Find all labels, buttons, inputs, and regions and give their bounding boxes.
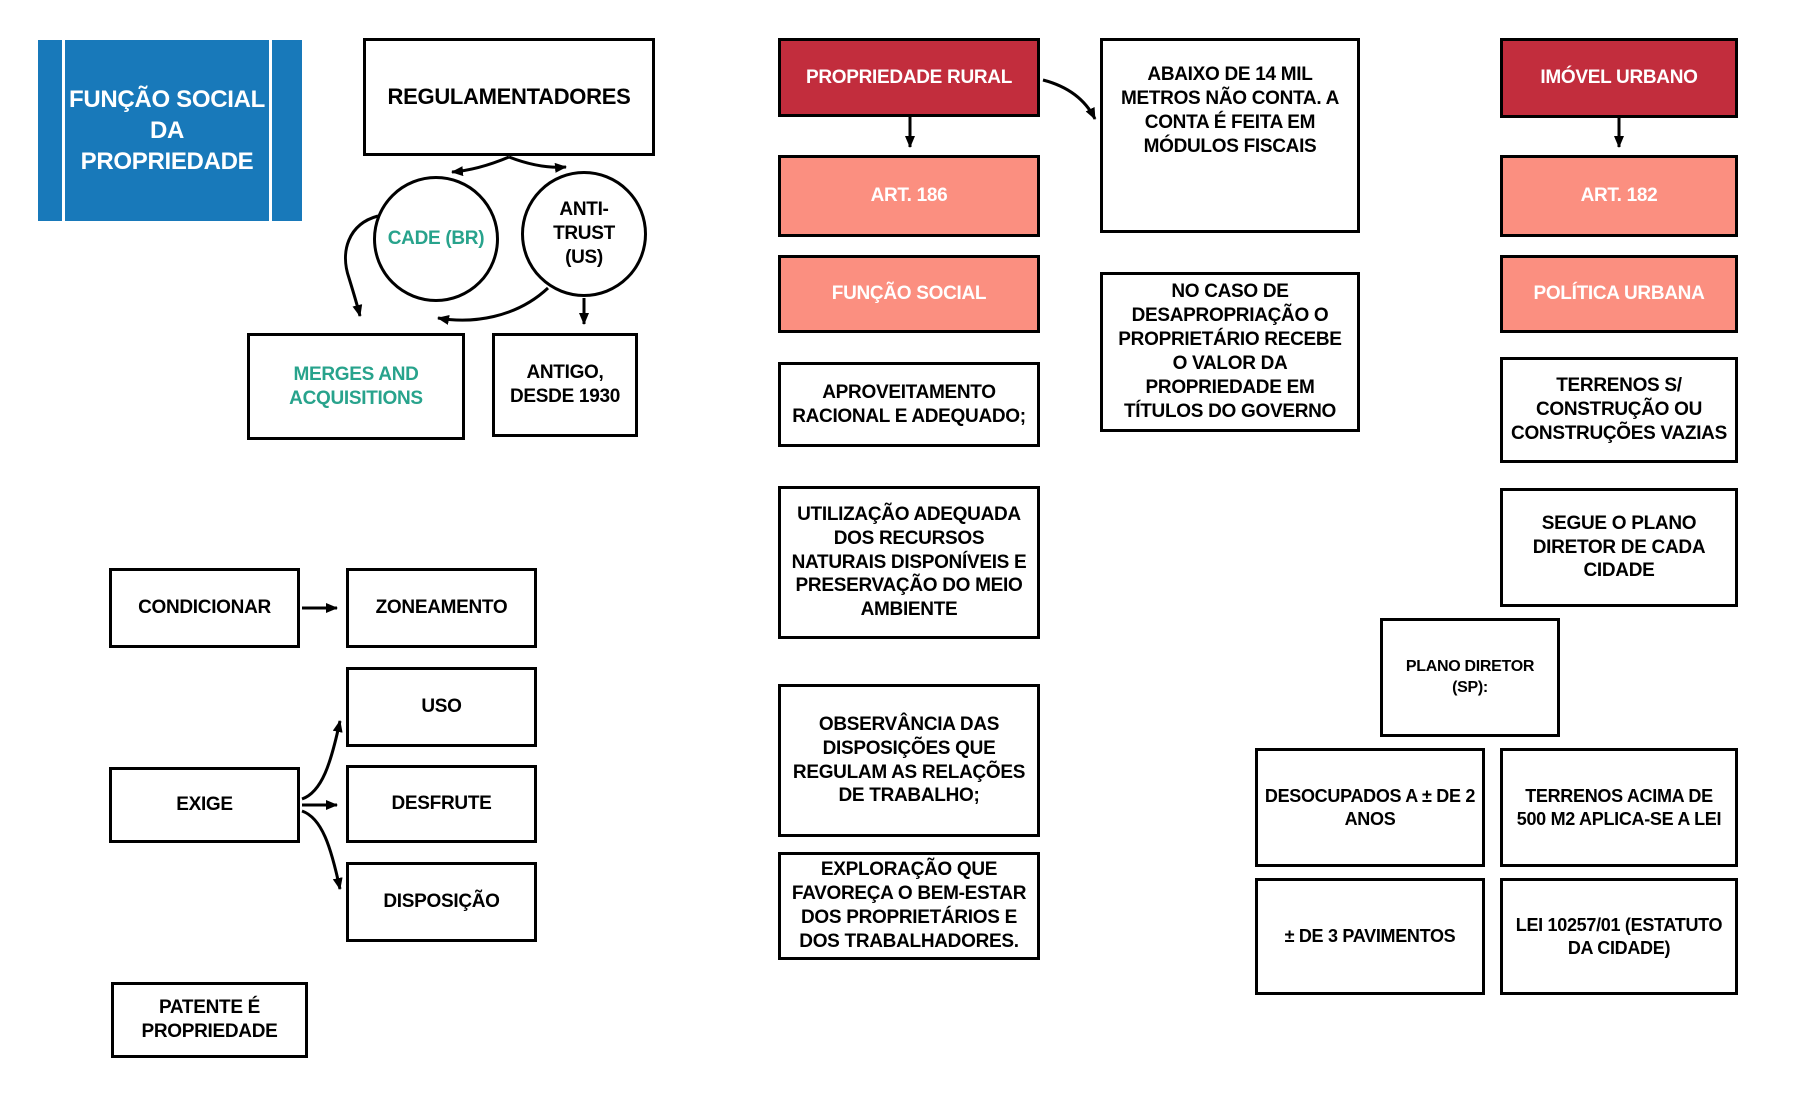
plano-diretor-node: PLANO DIRETOR (SP): <box>1380 618 1560 737</box>
zoneamento-node: ZONEAMENTO <box>346 568 537 648</box>
page-title: FUNÇÃO SOCIAL DA PROPRIEDADE <box>65 40 269 221</box>
disposicao-node: DISPOSIÇÃO <box>346 862 537 942</box>
antitrust-circle: ANTI-TRUST (US) <box>521 171 647 297</box>
terrenos-acima-cell: TERRENOS ACIMA DE 500 M2 APLICA-SE A LEI <box>1500 748 1738 867</box>
antigo-node: ANTIGO, DESDE 1930 <box>492 333 638 437</box>
arrow-reg-to-cade <box>451 155 510 177</box>
arrow-rural-to-modulos <box>1042 78 1097 120</box>
pavimentos-cell: ± DE 3 PAVIMENTOS <box>1255 878 1485 995</box>
exige-node: EXIGE <box>109 767 300 843</box>
exploracao-node: EXPLORAÇÃO QUE FAVOREÇA O BEM-ESTAR DOS … <box>778 852 1040 960</box>
arrow-exige-to-disposicao <box>301 809 343 890</box>
utilizacao-node: UTILIZAÇÃO ADEQUADA DOS RECURSOS NATURAI… <box>778 486 1040 639</box>
condicionar-node: CONDICIONAR <box>109 568 300 648</box>
modulos-fiscais-note: ABAIXO DE 14 MIL METROS NÃO CONTA. A CON… <box>1100 38 1360 233</box>
terrenos-node: TERRENOS S/ CONSTRUÇÃO OU CONSTRUÇÕES VA… <box>1500 357 1738 463</box>
desfrute-node: DESFRUTE <box>346 765 537 843</box>
title-left-stripe <box>38 40 62 221</box>
merges-node: MERGES AND ACQUISITIONS <box>247 333 465 440</box>
segue-plano-node: SEGUE O PLANO DIRETOR DE CADA CIDADE <box>1500 488 1738 607</box>
art-186-node: ART. 186 <box>778 155 1040 237</box>
lei-estatuto-cell: LEI 10257/01 (ESTATUTO DA CIDADE) <box>1500 878 1738 995</box>
politica-urbana-node: POLÍTICA URBANA <box>1500 255 1738 333</box>
imovel-urbano-node: IMÓVEL URBANO <box>1500 38 1738 118</box>
funcao-social-title-card: FUNÇÃO SOCIAL DA PROPRIEDADE <box>38 40 302 221</box>
patente-node: PATENTE É PROPRIEDADE <box>111 982 308 1058</box>
funcao-social-node: FUNÇÃO SOCIAL <box>778 255 1040 333</box>
arrow-exige-to-uso <box>301 720 343 801</box>
aproveitamento-node: APROVEITAMENTO RACIONAL E ADEQUADO; <box>778 362 1040 447</box>
title-right-stripe <box>272 40 302 221</box>
uso-node: USO <box>346 667 537 747</box>
propriedade-rural-node: PROPRIEDADE RURAL <box>778 38 1040 117</box>
regulamentadores-node: REGULAMENTADORES <box>363 38 655 156</box>
cade-circle: CADE (BR) <box>373 176 499 302</box>
observancia-node: OBSERVÂNCIA DAS DISPOSIÇÕES QUE REGULAM … <box>778 684 1040 837</box>
desapropriacao-note: NO CASO DE DESAPROPRIAÇÃO O PROPRIETÁRIO… <box>1100 272 1360 432</box>
arrow-reg-to-antitrust <box>508 155 567 173</box>
art-182-node: ART. 182 <box>1500 155 1738 237</box>
desocupados-cell: DESOCUPADOS A ± DE 2 ANOS <box>1255 748 1485 867</box>
